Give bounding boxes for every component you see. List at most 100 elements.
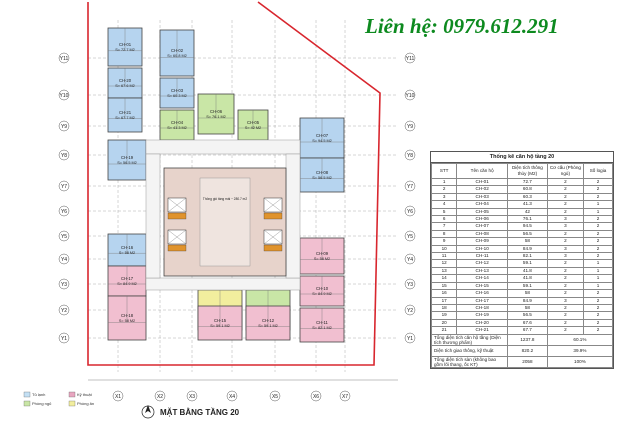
- corridor-north: [145, 139, 301, 155]
- apartment-label: CH-16: [121, 245, 134, 250]
- stats-cell: CH-14: [456, 274, 508, 283]
- stats-cell: 82.1: [507, 252, 548, 261]
- grid-label-y-right: Y10: [406, 93, 415, 99]
- stats-cell: 2: [583, 244, 613, 254]
- stats-cell: 3: [546, 296, 585, 305]
- apartment-area: S= 82.1 M2: [312, 326, 332, 330]
- grid-bubble-x: [269, 390, 281, 402]
- stair-block: [167, 244, 187, 252]
- grid-bubble-x: [186, 390, 198, 402]
- stats-cell: 17: [430, 296, 458, 305]
- stats-cell: 2: [546, 318, 585, 328]
- contact-phone: Liên hệ: 0979.612.291: [365, 14, 559, 38]
- legend-swatch: [23, 400, 31, 407]
- stats-cell: 7: [430, 222, 458, 231]
- stats-cell: 2: [583, 229, 613, 239]
- stats-cell: 2: [583, 237, 613, 246]
- stats-cell: 94.5: [507, 222, 548, 231]
- apartment-area: S= 67.6 M2: [115, 84, 135, 88]
- stats-cell: 84.9: [507, 244, 548, 254]
- stats-cell: CH-12: [456, 259, 508, 268]
- stats-cell: 1: [583, 281, 613, 291]
- apartment-area: S= 94.5 M2: [312, 139, 332, 143]
- apartment-label: CH-09: [316, 251, 329, 256]
- grid-bubble-y-right: [404, 253, 416, 265]
- grid-bubble-y: [58, 230, 70, 242]
- grid-label-x: X4: [229, 394, 235, 400]
- stats-cell: 58: [507, 237, 548, 246]
- corridor-east: [285, 153, 301, 279]
- grid-label-y: Y2: [61, 308, 67, 314]
- stats-cell: 1: [583, 200, 613, 209]
- grid-label-y: Y6: [61, 209, 67, 215]
- apartment-area: S= 42 M2: [245, 126, 261, 130]
- stats-cell: 2: [583, 318, 613, 328]
- grid-label-y: Y4: [61, 257, 67, 263]
- stats-cell: CH-18: [456, 303, 508, 313]
- grid-bubble-y-right: [404, 332, 416, 344]
- stats-cell: 1: [583, 266, 613, 276]
- stats-summary-row: Tổng diện tích căn hộ tầng (Diện tích th…: [431, 333, 614, 346]
- grid-label-y-right: Y8: [407, 153, 413, 159]
- apartment-stats-table: Thống kê căn hộ tầng 20 STT Tên căn hộ D…: [430, 151, 614, 369]
- apartment-label: CH-08: [316, 170, 329, 175]
- site-boundary: [87, 1, 381, 366]
- grid-label-y: Y11: [60, 56, 69, 62]
- grid-bubble-y-right: [404, 120, 416, 132]
- grid-label-y-right: Y6: [407, 209, 413, 215]
- grid-bubble-y: [58, 253, 70, 265]
- apartment-area: S= 58 M2: [119, 251, 135, 255]
- stats-cell: CH-17: [456, 296, 508, 305]
- stats-cell: 2: [546, 237, 585, 246]
- stats-cell: 2: [583, 326, 613, 335]
- grid-bubble-y: [58, 120, 70, 132]
- legend-label: Phòng ăn: [77, 401, 94, 406]
- stats-cell: 41.8: [507, 274, 548, 283]
- apartment-label: CH-02: [171, 48, 184, 53]
- stats-summary-cell: 39.9%: [546, 344, 614, 357]
- stats-cell: 59.1: [507, 281, 548, 291]
- legend-swatch: [23, 391, 31, 398]
- stats-cell: 3: [546, 244, 585, 254]
- stats-cell: CH-15: [456, 281, 508, 291]
- stats-cell: 67.7: [507, 326, 548, 335]
- stats-cell: CH-21: [456, 326, 508, 335]
- stats-cell: 2: [583, 222, 613, 231]
- stats-cell: 18: [430, 303, 458, 313]
- stats-cell: 21: [430, 326, 458, 335]
- stats-cell: 2: [546, 281, 585, 291]
- stats-cell: 60.3: [507, 192, 548, 202]
- apartment-label: CH-18: [121, 313, 134, 318]
- grid-label-x: X5: [272, 394, 278, 400]
- apartment-area: S= 72.7 M2: [115, 48, 135, 52]
- corridor-west: [145, 153, 161, 279]
- elevator-cross: [167, 229, 187, 245]
- apartment-label: CH-06: [210, 109, 223, 114]
- apartment-label: CH-01: [119, 42, 132, 47]
- apartment-area: S= 76.1 M2: [206, 115, 226, 119]
- stats-cell: 2: [546, 200, 585, 209]
- stats-cell: 1: [583, 207, 613, 217]
- apartment-area: S= 60.3 M2: [167, 94, 187, 98]
- stats-cell: 2: [546, 326, 585, 335]
- stats-cell: 2: [546, 185, 585, 194]
- legend-swatch: [68, 400, 76, 407]
- grid-label-x: X2: [157, 394, 163, 400]
- grid-label-y: Y3: [61, 282, 67, 288]
- grid-label-y-right: Y7: [407, 184, 413, 190]
- stats-cell: 2: [583, 252, 613, 261]
- apartment-label: CH-04: [171, 120, 184, 125]
- grid-label-y: Y10: [60, 93, 69, 99]
- stats-cell: 2: [583, 311, 613, 320]
- grid-bubble-x: [112, 390, 124, 402]
- stats-cell: 5: [430, 207, 458, 217]
